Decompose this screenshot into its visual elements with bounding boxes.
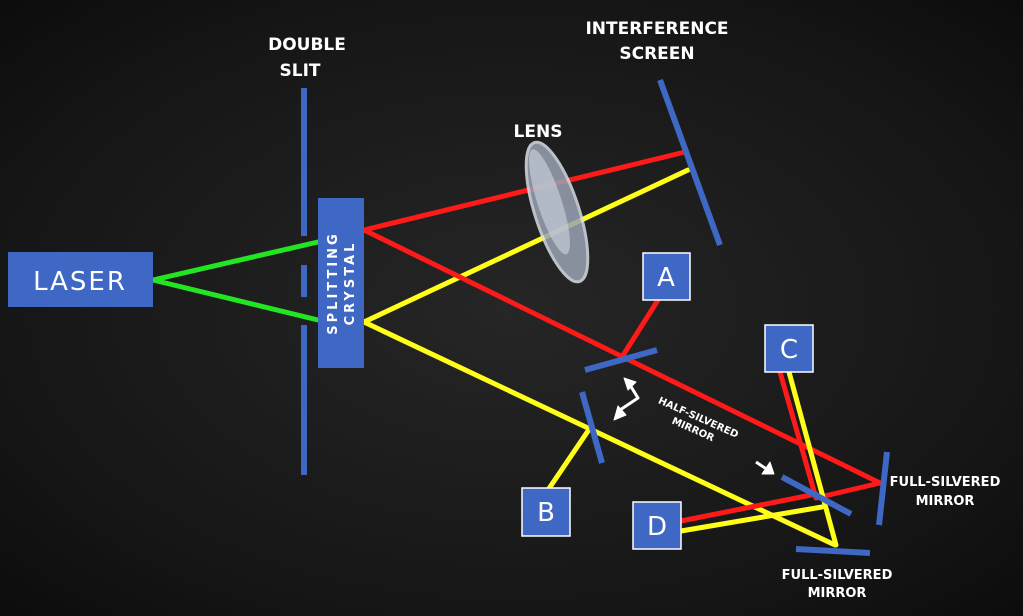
detector-d [632, 501, 682, 550]
full-silvered-mirror-bottom [795, 546, 871, 556]
half-silvered-mirror-a [584, 347, 658, 373]
lens [524, 140, 590, 284]
half-silvered-mirror-b [579, 391, 605, 464]
lens-label: LENS [514, 122, 563, 142]
half-silvered-mirror-cd [780, 474, 853, 517]
red-beam-to-a [619, 297, 661, 360]
detector-b [521, 487, 571, 537]
full-silvered-right-label-2: MIRROR [916, 494, 975, 509]
yellow-beam-c [786, 369, 839, 548]
interference-screen-label-1: INTERFERENCE [585, 19, 728, 39]
green-beam [152, 239, 321, 323]
full-silvered-bottom-label-1: FULL-SILVERED [782, 568, 893, 583]
yellow-beam-to-screen [361, 167, 691, 325]
half-silvered-arrows-icon [613, 377, 775, 475]
laser-box [8, 252, 153, 307]
laser-label: LASER [33, 267, 127, 297]
detector-b-label: B [537, 498, 555, 528]
detector-c [764, 324, 814, 373]
double-slit-label-1: DOUBLE [268, 35, 346, 55]
interference-screen [657, 78, 723, 247]
red-beam-d [678, 491, 819, 524]
yellow-beam-to-b [545, 425, 593, 493]
splitting-crystal-label-1: SPLITTING [326, 231, 341, 334]
detector-a-label: A [657, 263, 675, 293]
splitting-crystal-label-2: CRYSTAL [343, 241, 358, 326]
full-silvered-bottom-label-2: MIRROR [808, 586, 867, 601]
detector-a [642, 252, 691, 301]
full-silvered-mirror-right [876, 451, 890, 526]
red-beam-c [777, 369, 819, 501]
yellow-beam-d [678, 504, 825, 534]
double-slit-label-2: SLIT [280, 61, 321, 81]
red-beam-to-screen [361, 149, 688, 233]
detector-c-label: C [780, 335, 798, 365]
interference-screen-label-2: SCREEN [619, 44, 694, 64]
red-beam-to-c [813, 480, 883, 501]
detector-d-label: D [647, 512, 667, 542]
full-silvered-right-label-1: FULL-SILVERED [890, 475, 1001, 490]
splitting-crystal-box [318, 198, 364, 368]
